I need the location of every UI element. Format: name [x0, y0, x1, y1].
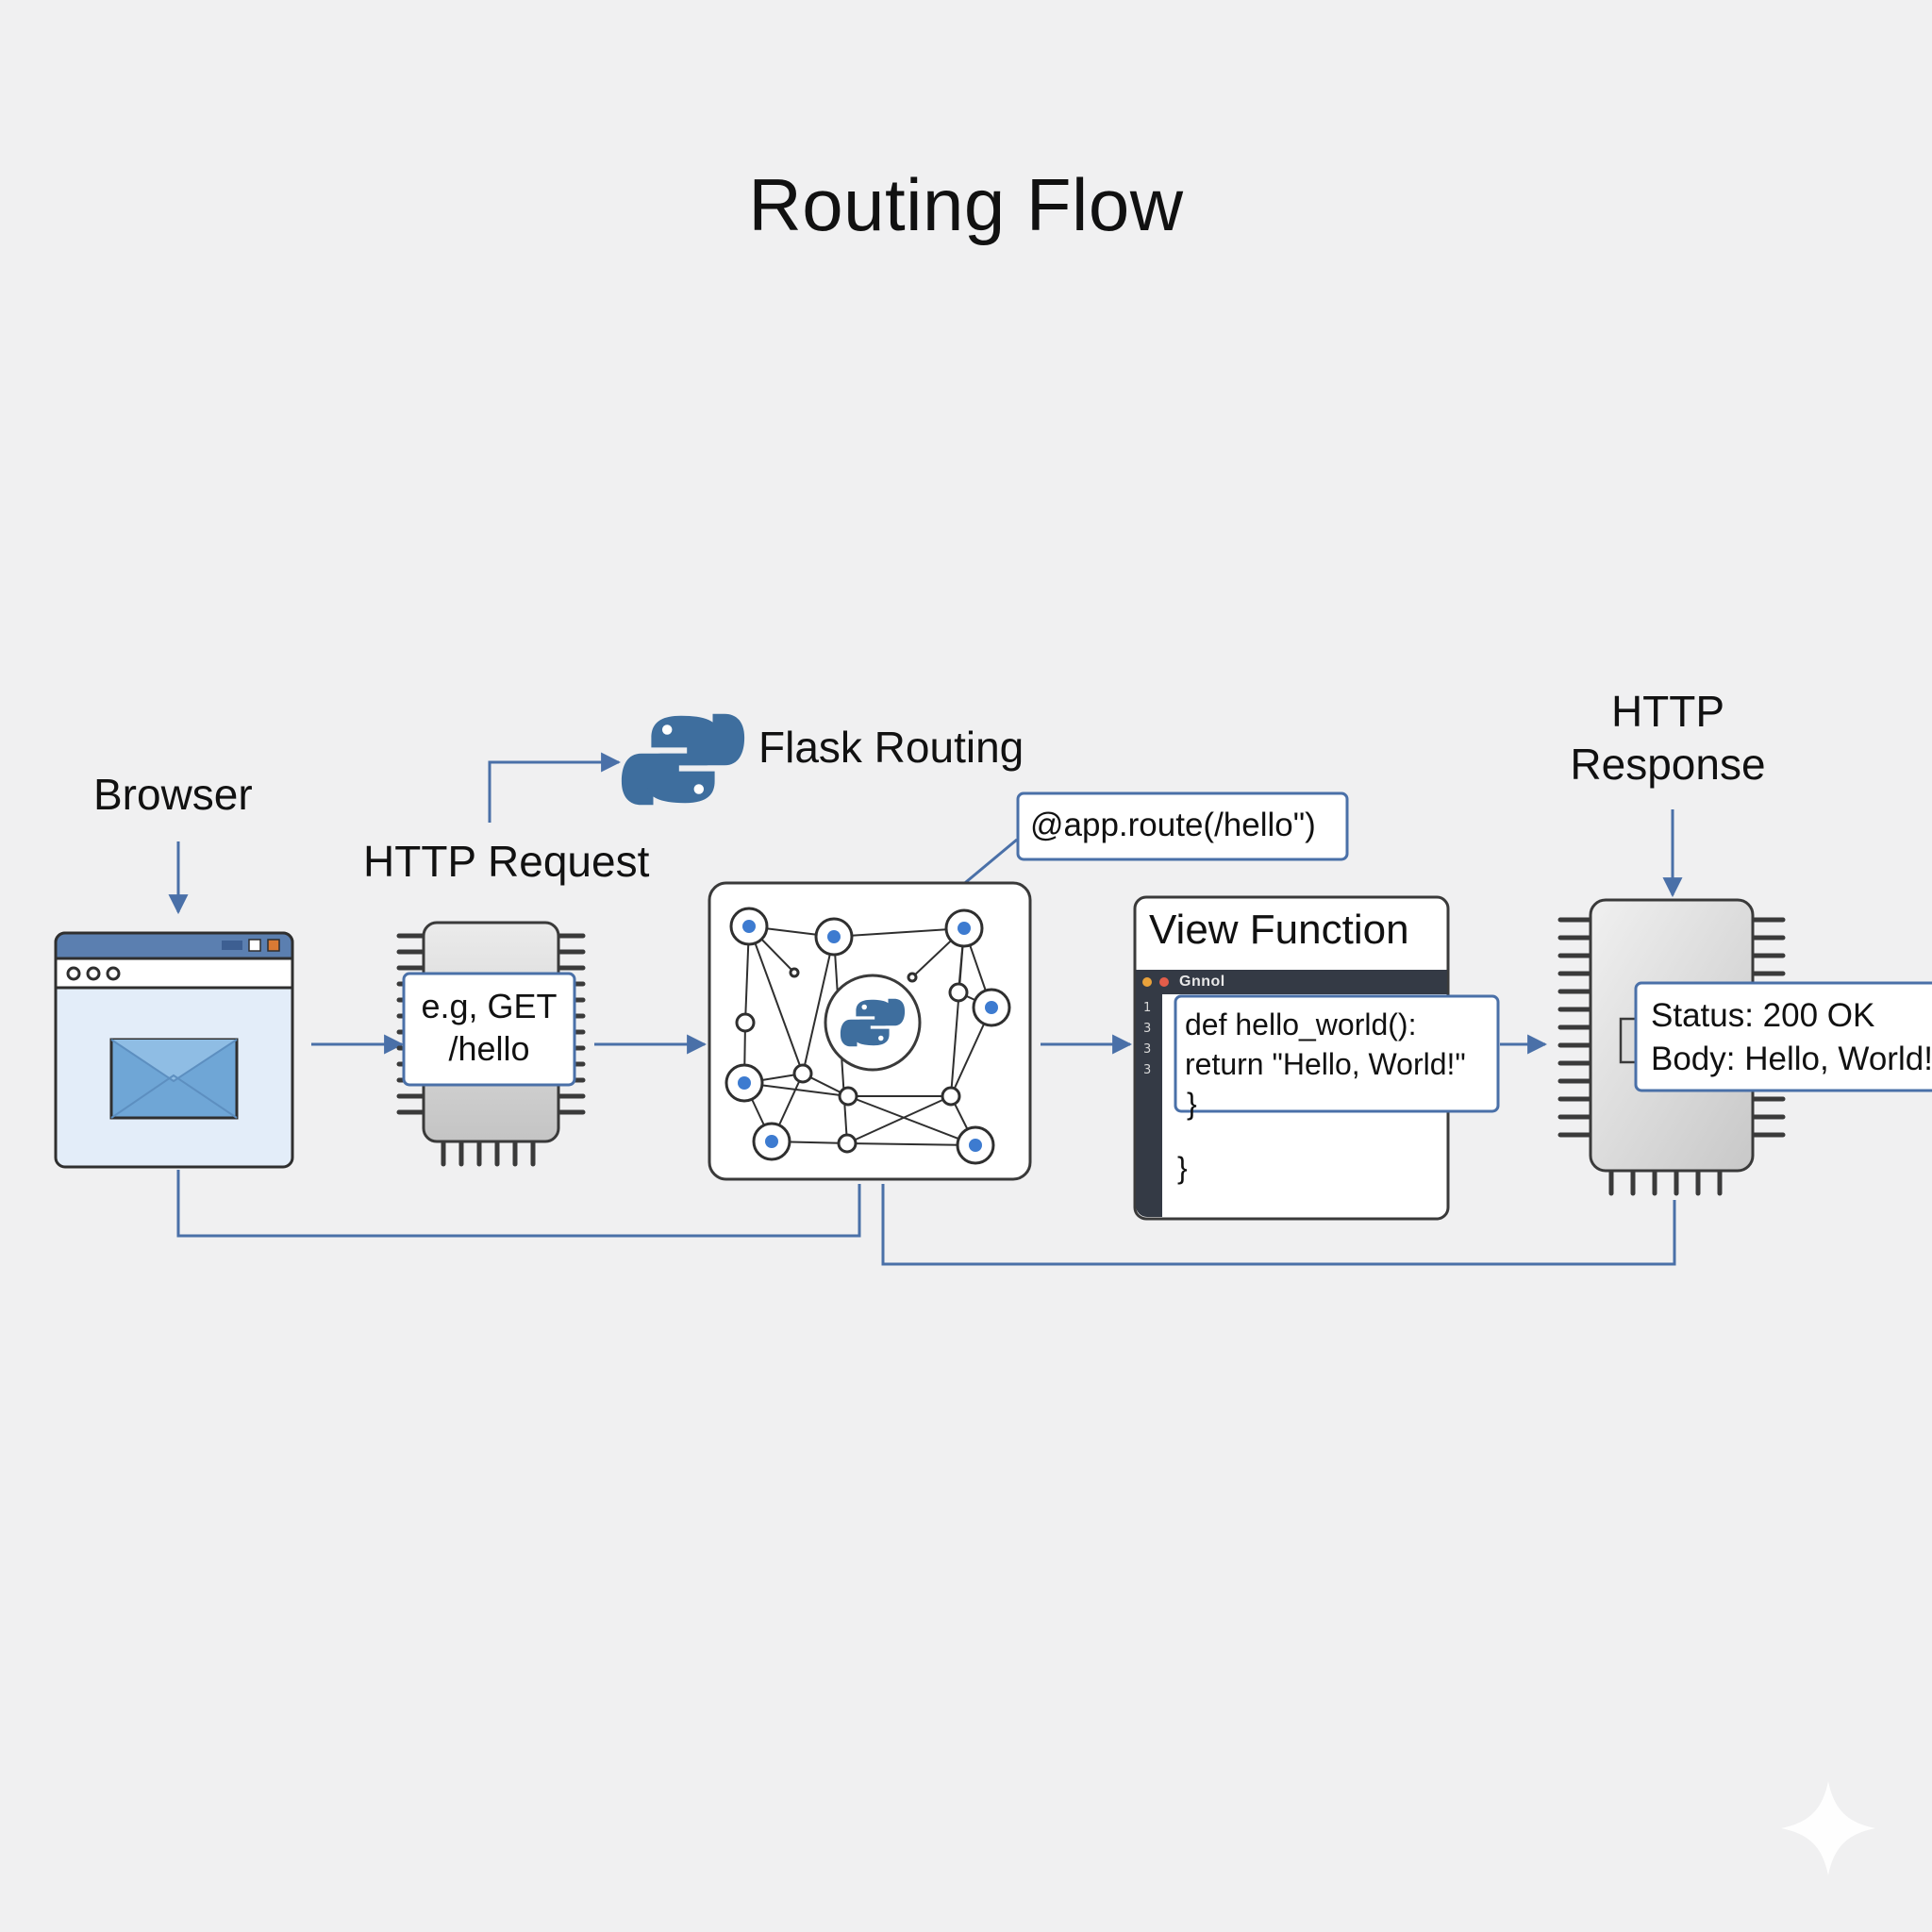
- connectors: [168, 752, 1683, 1266]
- graph-node: [789, 967, 800, 978]
- line-response-loop: [881, 1184, 1676, 1266]
- request-example-line1: e.g, GET: [421, 987, 558, 1025]
- arrow-request-to-flask: [488, 752, 622, 823]
- graph-node: [941, 1086, 961, 1107]
- code-line-4: }: [1177, 1151, 1188, 1185]
- graph-edge: [833, 927, 965, 938]
- sparkle-icon: [1781, 1781, 1875, 1875]
- graph-node: [907, 972, 918, 983]
- view-function-label: View Function: [1149, 907, 1409, 953]
- line-browser-loop: [176, 1170, 861, 1238]
- graph-node-dot: [742, 920, 756, 933]
- code-line-1: def hello_world():: [1185, 1008, 1417, 1041]
- envelope-icon: [109, 1038, 239, 1120]
- graph-node-dot: [765, 1135, 778, 1148]
- graph-edge: [846, 1142, 976, 1146]
- graph-node-dot: [969, 1139, 982, 1152]
- graph-node: [948, 982, 969, 1003]
- graph-node: [837, 1133, 858, 1154]
- response-details: Status: 200 OK Body: Hello, World!: [1651, 994, 1930, 1081]
- graph-node: [735, 1012, 756, 1033]
- line-numbers: 1 3 3 3: [1143, 1001, 1152, 1077]
- request-example-line2: /hello: [448, 1029, 530, 1068]
- graph-node-dot: [958, 922, 971, 935]
- graph-edge: [802, 936, 835, 1074]
- diagram-title: Routing Flow: [748, 163, 1184, 246]
- graph-node-dot: [985, 1001, 998, 1014]
- code-block: def hello_world(): return "Hello, World!…: [1185, 1005, 1466, 1124]
- decorator-text: @app.route(/hello"): [1030, 807, 1316, 843]
- request-microchip-icon: [396, 921, 586, 1167]
- router-network-graph-icon: [708, 881, 1032, 1181]
- response-status: Status: 200 OK: [1651, 997, 1875, 1034]
- graph-node-dot: [738, 1076, 751, 1090]
- graph-edge: [847, 1095, 976, 1146]
- flask-routing-label: Flask Routing: [758, 723, 1024, 772]
- response-label-line1: HTTP: [1610, 687, 1725, 736]
- browser-window: [54, 931, 294, 1169]
- graph-node: [792, 1063, 813, 1084]
- request-example: e.g, GET /hello: [404, 985, 575, 1070]
- response-body: Body: Hello, World!: [1651, 1041, 1930, 1077]
- response-label: HTTP Response: [1547, 685, 1789, 791]
- response-microchip-icon: [1557, 898, 1932, 1196]
- response-label-line2: Response: [1570, 740, 1766, 789]
- code-line-2: return "Hello, World!": [1185, 1047, 1466, 1081]
- decorator-box: [1016, 791, 1349, 861]
- browser-label: Browser: [93, 770, 253, 819]
- request-label: HTTP Request: [363, 837, 650, 886]
- graph-edge: [846, 1095, 952, 1144]
- graph-node: [838, 1086, 858, 1107]
- editor-tab-title: Gnnol: [1179, 974, 1225, 990]
- graph-edge: [748, 925, 804, 1074]
- code-editor-icon: [1133, 895, 1500, 1221]
- graph-node-dot: [827, 930, 841, 943]
- code-line-3: }: [1187, 1087, 1197, 1121]
- python-logo-icon: [622, 714, 744, 806]
